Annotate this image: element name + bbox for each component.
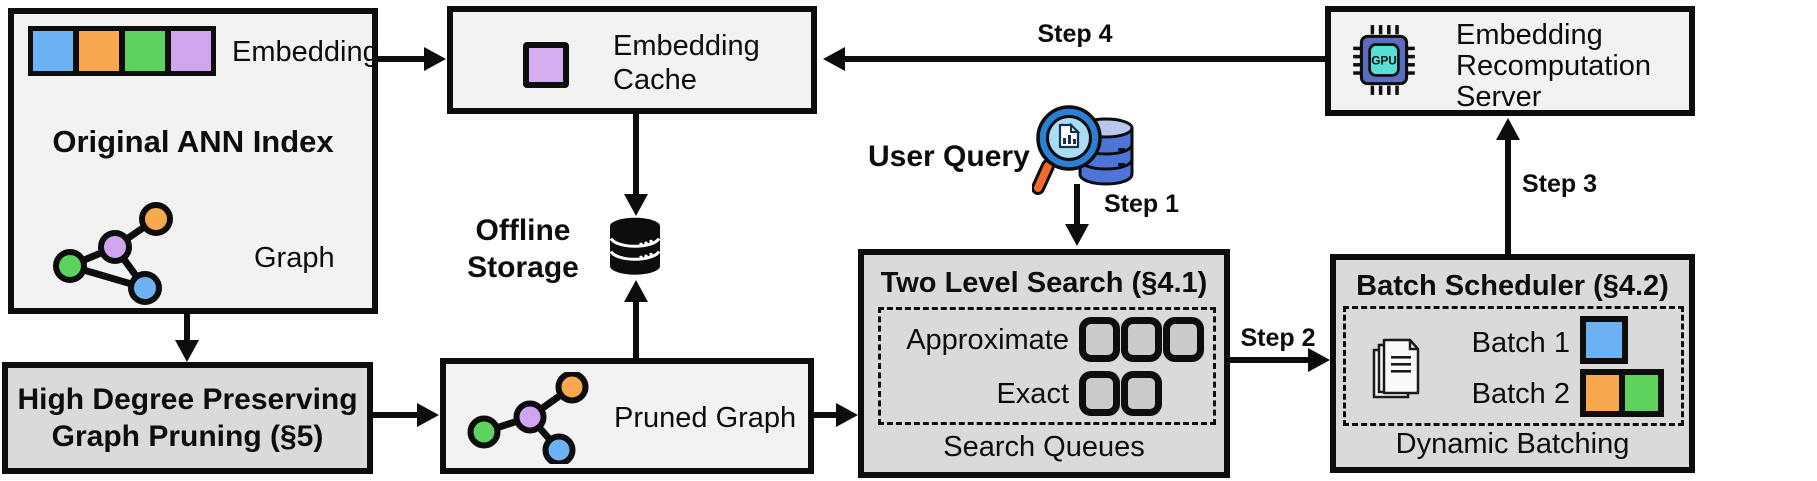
search-queues-panel: Approximate Exact [878,307,1216,425]
arrow-pruning-to-pruned-line [373,412,419,418]
arrow-pruned-to-search-head [836,403,858,427]
original-ann-index-title: Original ANN Index [52,124,334,159]
embedding-swatch-blue [33,31,73,71]
arrow-pruned-to-storage-head [624,280,648,302]
user-query-label: User Query [868,140,1030,173]
arrow-index-to-cache-line [378,56,426,62]
pruned-graph-box: Pruned Graph [440,358,814,474]
arrow-step1-head [1065,224,1089,246]
batch2-label: Batch 2 [1471,378,1570,410]
embedding-swatch-orange [79,31,119,71]
arrow-pruning-to-pruned-head [417,403,439,427]
batch-scheduler-title: Batch Scheduler (§4.2) [1356,270,1669,302]
pruned-graph-icon [467,372,589,464]
recomputation-server-box: GPU Embedding Recomputation Server [1325,6,1695,116]
exact-queue-label: Exact [996,378,1069,410]
arrow-step4-line [845,56,1325,62]
embedding-cache-box: Embedding Cache [447,6,817,114]
graph-pruning-box: High Degree Preserving Graph Pruning (§5… [2,362,373,474]
approximate-queue-slots [1079,317,1204,362]
batch1-label: Batch 1 [1471,327,1570,359]
queue-slot [1121,317,1162,362]
queue-slot [1079,317,1120,362]
arrow-step3-head [1496,118,1520,140]
offline-storage-label: Offline Storage [467,214,579,284]
arrow-step3-line [1505,140,1511,254]
user-query-search-icon [1032,105,1134,195]
pruned-graph-label: Pruned Graph [614,402,797,434]
cached-embedding-swatch [523,42,569,88]
search-queues-caption: Search Queues [943,430,1145,463]
embedding-swatch-green [125,31,165,71]
arrow-cache-to-storage-head [624,194,648,216]
original-graph-icon [53,202,173,305]
embedding-cache-label: Embedding Cache [613,30,760,96]
batch2-swatch-green [1619,369,1664,417]
recomputation-server-label: Embedding Recomputation Server [1456,19,1652,113]
dynamic-batching-caption: Dynamic Batching [1395,427,1630,460]
step2-label: Step 2 [1240,324,1316,352]
dynamic-batching-panel: Batch 1 Batch 2 [1343,306,1684,426]
original-ann-index-box: Embedding Original ANN Index Graph [8,8,379,314]
graph-label: Graph [254,242,335,274]
two-level-search-title: Two Level Search (§4.1) [880,267,1208,299]
arrow-cache-to-storage-line [633,114,639,196]
batch2-swatches [1580,369,1664,417]
arrow-pruned-to-storage-line [633,302,639,358]
arrow-pruned-to-search-line [814,412,838,418]
arrow-step2-head [1308,348,1330,372]
embedding-label: Embedding [232,36,379,68]
batch1-swatch-blue [1580,316,1628,364]
arrow-index-to-pruning-line [184,314,190,342]
arrow-index-to-pruning-head [175,340,199,362]
offline-storage-database-icon [609,217,661,275]
exact-queue-slots [1079,371,1162,416]
queue-slot [1163,317,1204,362]
two-level-search-box: Two Level Search (§4.1) Approximate Exac… [858,249,1230,478]
step3-label: Step 3 [1522,170,1598,198]
arrow-step1-line [1074,184,1080,226]
documents-icon [1372,338,1420,399]
queue-slot [1079,371,1120,416]
embedding-swatch-purple [171,31,211,71]
arrow-step4-head [823,47,845,71]
approximate-queue-label: Approximate [906,324,1069,356]
arrow-index-to-cache-head [424,47,446,71]
gpu-chip-label: GPU [1371,54,1397,68]
embedding-vector-icon [28,26,216,76]
batch-scheduler-box: Batch Scheduler (§4.2) Batch 1 Batch 2 D… [1330,254,1695,473]
graph-pruning-label: High Degree Preserving Graph Pruning (§5… [17,383,358,453]
step1-label: Step 1 [1104,190,1180,218]
queue-slot [1121,371,1162,416]
arrow-step2-line [1230,357,1310,363]
gpu-chip-icon: GPU [1353,25,1415,95]
step4-label: Step 4 [1037,20,1113,48]
